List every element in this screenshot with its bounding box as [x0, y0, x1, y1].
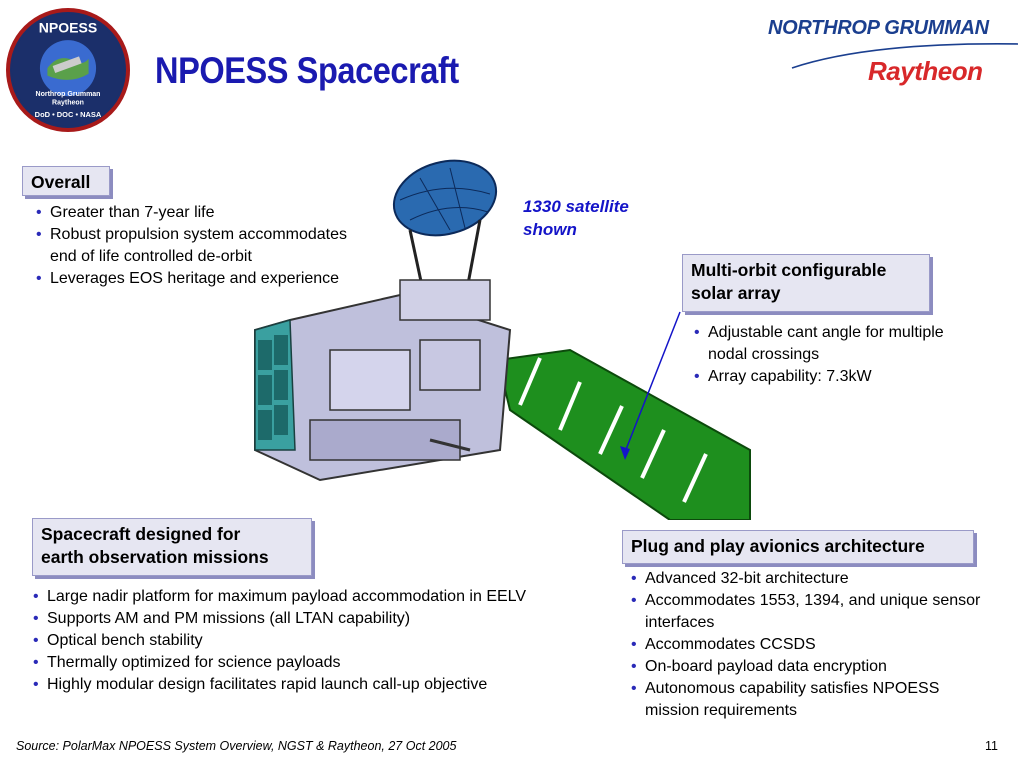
solar-list: Adjustable cant angle for multiple nodal… — [690, 322, 950, 388]
source-citation: Source: PolarMax NPOESS System Overview,… — [16, 739, 457, 753]
page-number: 11 — [985, 739, 998, 753]
solar-header-line-1: Multi-orbit configurable — [691, 260, 887, 280]
list-item: Accommodates CCSDS — [627, 634, 997, 656]
slide-title: NPOESS Spacecraft — [155, 50, 459, 91]
logo-middle-text-1: Northrop Grumman — [36, 91, 101, 98]
overall-header: Overall — [22, 166, 110, 196]
npoess-logo-graphic: NPOESS Northrop Grumman Raytheon DoD • D… — [11, 13, 125, 127]
overall-list: Greater than 7-year life Robust propulsi… — [32, 202, 362, 290]
list-item: Adjustable cant angle for multiple nodal… — [690, 322, 950, 366]
logo-bottom-text: DoD • DOC • NASA — [35, 110, 102, 119]
list-item: Array capability: 7.3kW — [690, 366, 950, 388]
list-item: Thermally optimized for science payloads — [29, 652, 619, 674]
list-item: Large nadir platform for maximum payload… — [29, 586, 619, 608]
raytheon-logo: Raytheon — [868, 56, 983, 86]
list-item: Highly modular design facilitates rapid … — [29, 674, 619, 696]
list-item: Advanced 32-bit architecture — [627, 568, 997, 590]
avionics-header-text: Plug and play avionics architecture — [631, 536, 925, 556]
list-item: Leverages EOS heritage and experience — [32, 268, 362, 290]
logo-swoosh — [791, 43, 1019, 69]
overall-header-text: Overall — [31, 172, 91, 192]
solar-array — [496, 348, 751, 520]
list-item: Autonomous capability satisfies NPOESS m… — [627, 678, 997, 722]
pointer-arrow — [620, 311, 681, 460]
list-item: Supports AM and PM missions (all LTAN ca… — [29, 608, 619, 630]
solar-header-line-2: solar array — [691, 283, 781, 303]
earth-header-line-1: Spacecraft designed for — [41, 524, 241, 544]
logo-top-text: NPOESS — [39, 20, 97, 36]
list-item: Robust propulsion system accommodates en… — [32, 224, 362, 268]
antenna-dish — [392, 159, 498, 237]
earth-observation-header: Spacecraft designed for earth observatio… — [32, 518, 312, 576]
npoess-logo: NPOESS Northrop Grumman Raytheon DoD • D… — [6, 8, 130, 132]
list-item: On-board payload data encryption — [627, 656, 997, 678]
logo-middle-text-2: Raytheon — [52, 100, 84, 107]
list-item: Accommodates 1553, 1394, and unique sens… — [627, 590, 997, 634]
list-item: Optical bench stability — [29, 630, 619, 652]
avionics-header: Plug and play avionics architecture — [622, 530, 974, 564]
solar-array-header: Multi-orbit configurable solar array — [682, 254, 930, 312]
avionics-list: Advanced 32-bit architecture Accommodate… — [627, 568, 997, 722]
satellite-illustration — [254, 159, 751, 520]
northrop-grumman-logo: NORTHROP GRUMMAN — [768, 17, 989, 39]
list-item: Greater than 7-year life — [32, 202, 362, 224]
earth-header-line-2: earth observation missions — [41, 547, 269, 567]
earth-observation-list: Large nadir platform for maximum payload… — [29, 586, 619, 696]
satellite-note: 1330 satellite shown — [523, 197, 629, 239]
